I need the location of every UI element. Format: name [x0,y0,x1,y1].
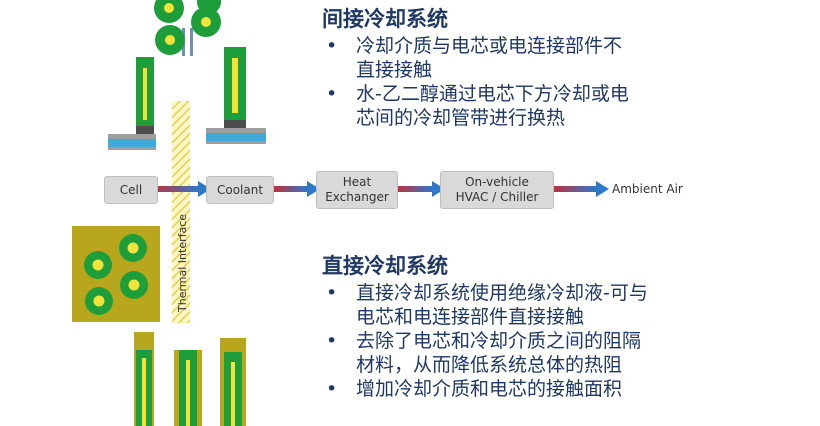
flow-box-cell: Cell [104,176,158,204]
interface-layer [108,134,156,139]
direct-bullet-2: • 去除了电芯和冷却介质之间的阻隔 材料，从而降低系统总体的热阻 [322,329,762,377]
flow-arrow-shaft [274,186,307,192]
direct-bullet-1-line1: 直接冷却系统使用绝缘冷却液-可与 [356,282,648,304]
cell-core [128,279,140,291]
flow-box-cell-label: Cell [119,182,143,197]
flow-box-hvac-line2: HVAC / Chiller [455,190,539,204]
cylindrical-cell-cluster-top [154,0,221,56]
indirect-bullet-2: • 水-乙二醇通过电芯下方冷却或电 芯间的冷却管带进行换热 [322,82,742,130]
cell-core [186,360,190,426]
immersed-prismatic-cells [134,332,246,426]
flow-arrow-head [198,181,211,197]
indirect-bullet-1-line1: 冷却介质与电芯或电连接部件不 [356,35,623,57]
direct-bullet-3-line1: 增加冷却介质和电芯的接触面积 [356,378,623,400]
cell-terminal [230,47,240,54]
flow-box-hvac: On-vehicle HVAC / Chiller [440,171,554,209]
cell-core [231,362,235,426]
thermal-interface-label: Thermal Interface [176,213,189,312]
flow-arrow-head [596,181,609,197]
immersion-coolant-block [72,226,160,322]
flow-box-heat-exchanger: Heat Exchanger [316,171,398,209]
cell-core [164,3,174,13]
direct-bullet-1: • 直接冷却系统使用绝缘冷却液-可与 电芯和电连接部件直接接触 [322,281,762,329]
direct-cooling-title: 直接冷却系统 [322,254,448,278]
heat-flow-arrows [153,181,609,197]
cell-core [93,295,105,307]
flow-arrow-head [307,181,320,197]
thermal-interface-bar [172,101,190,323]
flow-arrow-head [432,181,445,197]
bullet-dot: • [326,378,338,400]
interface-layer [206,128,266,133]
indirect-bullet-1: • 冷却介质与电芯或电连接部件不 直接接触 [322,34,742,82]
direct-bullet-2-line2: 材料，从而降低系统总体的热阻 [356,354,623,376]
flow-box-heat-exchanger-line2: Exchanger [325,190,389,204]
bullet-dot: • [326,83,338,105]
indirect-bullet-2-line2: 芯间的冷却管带进行换热 [356,107,566,129]
cell-core [127,242,139,254]
flow-box-coolant: Coolant [206,176,274,204]
prismatic-cell-left [108,57,156,150]
cell-base [224,120,246,128]
interface-layer [108,147,156,150]
interface-layer [206,141,266,144]
flow-box-heat-exchanger-line1: Heat [342,175,372,189]
indirect-bullet-1-line2: 直接接触 [356,59,433,81]
cooling-plate [206,133,266,141]
flow-arrow-shaft [397,186,432,192]
cell-core [165,35,175,45]
cell-base [136,126,154,134]
cell-core [201,17,211,27]
indirect-cooling-bullets: • 冷却介质与电芯或电连接部件不 直接接触 • 水-乙二醇通过电芯下方冷却或电 … [322,34,742,130]
cell-core [232,58,238,113]
prismatic-cell-right [206,47,266,144]
cooling-plate [108,139,156,147]
wire [190,28,193,56]
bullet-dot: • [326,282,338,304]
cell-core [143,68,147,120]
direct-bullet-3: • 增加冷却介质和电芯的接触面积 [322,377,762,401]
cylindrical-cell [197,0,221,14]
bullet-dot: • [326,35,338,57]
flow-arrow-shaft [552,186,596,192]
direct-bullet-2-line1: 去除了电芯和冷却介质之间的阻隔 [356,330,642,352]
cell-core [142,358,146,426]
flow-box-coolant-label: Coolant [216,182,264,197]
indirect-cooling-title: 间接冷却系统 [322,7,448,31]
flow-arrow-shaft [153,186,198,192]
cell-core [92,259,104,271]
bullet-dot: • [326,330,338,352]
immersed-cylindrical-cells [72,226,160,322]
direct-bullet-1-line2: 电芯和电连接部件直接接触 [356,306,585,328]
flow-label-ambient-air: Ambient Air [612,182,683,196]
indirect-bullet-2-line1: 水-乙二醇通过电芯下方冷却或电 [356,83,629,105]
flow-box-hvac-line1: On-vehicle [465,175,529,189]
direct-cooling-bullets: • 直接冷却系统使用绝缘冷却液-可与 电芯和电连接部件直接接触 • 去除了电芯和… [322,281,762,401]
